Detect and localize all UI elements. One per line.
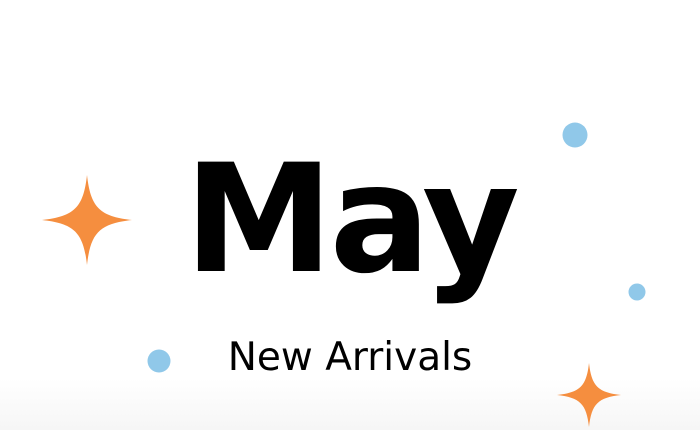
dot-icon-left	[147, 349, 171, 373]
sparkle-icon-left	[42, 175, 132, 265]
page-title: May	[184, 133, 520, 307]
dot-icon-right	[628, 283, 646, 301]
subtitle: New Arrivals	[227, 335, 473, 380]
dot-icon-top-right	[562, 122, 588, 148]
sparkle-icon-bottom-right	[557, 363, 621, 427]
